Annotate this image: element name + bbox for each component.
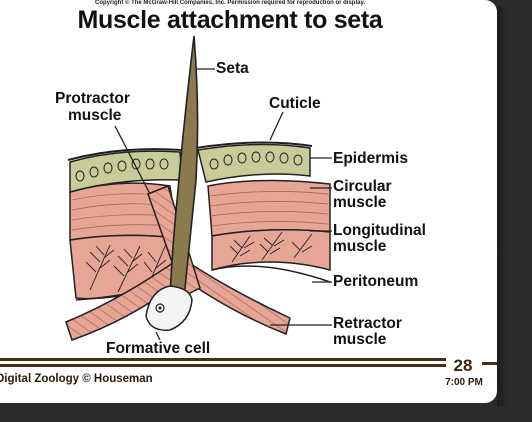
label-cuticle: Cuticle	[269, 95, 321, 112]
cuticle-right	[195, 141, 313, 149]
label-retractor-line2: muscle	[333, 331, 387, 348]
footer-course: Digital Zoology © Houseman	[0, 373, 153, 385]
label-protractor-line2: muscle	[68, 107, 122, 124]
longitudinal-muscle-right	[211, 229, 331, 271]
label-formative-cell: Formative cell	[106, 340, 211, 357]
slide-number: 28	[453, 356, 473, 375]
slide: Copyright © The McGraw-Hill Companies, I…	[0, 0, 497, 403]
footer-rule-right	[482, 362, 497, 365]
footer-time: 7:00 PM	[445, 377, 483, 388]
label-circular-line1: Circular	[333, 178, 392, 195]
copyright-notice: Copyright © The McGraw-Hill Companies, I…	[94, 0, 366, 6]
label-epidermis: Epidermis	[333, 150, 408, 167]
cuticle-left	[67, 148, 183, 161]
slide-shadow	[497, 6, 507, 406]
label-longitudinal-line2: muscle	[333, 238, 387, 255]
retractor-muscle-right	[179, 260, 291, 336]
label-circular-line2: muscle	[333, 194, 387, 211]
label-longitudinal-line1: Longitudinal	[333, 222, 426, 239]
label-peritoneum: Peritoneum	[333, 273, 419, 290]
label-protractor-line1: Protractor	[55, 90, 130, 107]
circular-muscle-right	[207, 179, 331, 237]
slide-title: Muscle attachment to seta	[77, 6, 383, 34]
label-retractor-line1: Retractor	[333, 315, 402, 332]
footer-rule-top	[0, 358, 446, 361]
seta-diagram	[0, 35, 497, 367]
formative-cell	[145, 285, 193, 331]
footer-rule-bottom	[0, 364, 446, 367]
epidermis-right	[197, 143, 311, 183]
label-seta: Seta	[216, 60, 249, 77]
